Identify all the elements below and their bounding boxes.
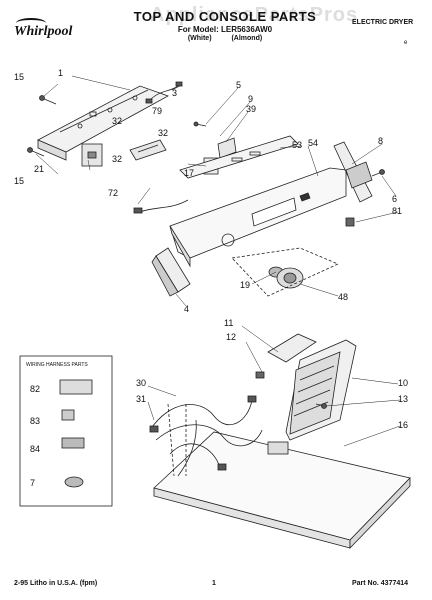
callout-leaders: [35, 75, 401, 447]
screw-15-top: [39, 95, 57, 105]
color-variants: (White) (Almond): [187, 35, 263, 42]
model-number: For Model: LER5636AW0: [177, 25, 273, 34]
callout-21: 21: [34, 164, 44, 174]
callout-15: 15: [14, 176, 24, 186]
callout-10: 10: [398, 378, 408, 388]
corner-mark: e: [404, 40, 408, 46]
console-panel-54: [169, 167, 347, 268]
callout-12: 12: [226, 332, 236, 342]
callout-31: 31: [136, 394, 146, 404]
kit-callout-83: 83: [30, 416, 40, 426]
watermark: AppliancePartsPros: [150, 4, 359, 26]
callout-30: 30: [136, 378, 146, 388]
callout-79: 79: [152, 106, 162, 116]
rear-console-panel: [37, 85, 169, 161]
callout-1: 1: [58, 68, 63, 78]
switch-39: [217, 137, 237, 159]
callout-32: 32: [112, 116, 122, 126]
callout-16: 16: [398, 420, 408, 430]
kit-callout-84: 84: [30, 444, 40, 454]
timer-21: [81, 143, 103, 167]
end-cap-8: [333, 141, 373, 203]
part-number: Part No. 4377414: [352, 580, 409, 587]
lint-screen-11: [255, 333, 317, 379]
screw-15-bottom: [27, 147, 45, 157]
callout-5: 5: [236, 80, 241, 90]
screw-6: [371, 169, 385, 177]
kit-callout-7: 7: [30, 478, 35, 488]
kit-title: WIRING HARNESS PARTS: [26, 362, 88, 368]
callout-32: 32: [112, 154, 122, 164]
brand-logo: Whirlpool: [14, 16, 84, 44]
clip-81: [345, 217, 355, 227]
switch-79: [129, 139, 167, 161]
end-cap-4: [151, 247, 191, 297]
diagram-title: TOP AND CONSOLE PARTS: [133, 9, 317, 24]
top-panel-16: [153, 431, 411, 549]
callout-54: 54: [308, 138, 318, 148]
screw-5: [193, 121, 207, 127]
kit-callout-82: 82: [30, 384, 40, 394]
callout-6: 6: [392, 194, 397, 204]
lint-duct-10: [285, 339, 357, 441]
callout-3: 3: [172, 88, 177, 98]
callout-15: 15: [14, 72, 24, 82]
callout-19: 19: [240, 280, 250, 290]
callout-8: 8: [378, 136, 383, 146]
harness-kit-box: [19, 355, 113, 507]
callout-48: 48: [338, 292, 348, 302]
page-number: 1: [212, 580, 216, 587]
callout-32: 32: [158, 128, 168, 138]
callout-81: 81: [392, 206, 402, 216]
callout-4: 4: [184, 304, 189, 314]
console-trim-53: [179, 135, 299, 179]
wire-jumper-3: [145, 81, 183, 104]
callout-9: 9: [248, 94, 253, 104]
brand-name: Whirlpool: [14, 24, 73, 39]
print-info: 2-95 Litho in U.S.A. (fpm): [14, 580, 98, 587]
callout-53: 53: [292, 140, 302, 150]
wire-harness-31: [149, 395, 263, 477]
callout-17: 17: [184, 168, 194, 178]
harness-72: [133, 199, 189, 214]
callout-13: 13: [398, 394, 408, 404]
logo-swoosh-icon: [16, 18, 46, 28]
callout-72: 72: [108, 188, 118, 198]
callout-39: 39: [246, 104, 256, 114]
callout-11: 11: [224, 318, 233, 328]
product-type: ELECTRIC DRYER: [352, 19, 414, 26]
knob-assembly-48: [231, 247, 339, 297]
kit-labels: 82 83 84 7: [30, 384, 40, 488]
